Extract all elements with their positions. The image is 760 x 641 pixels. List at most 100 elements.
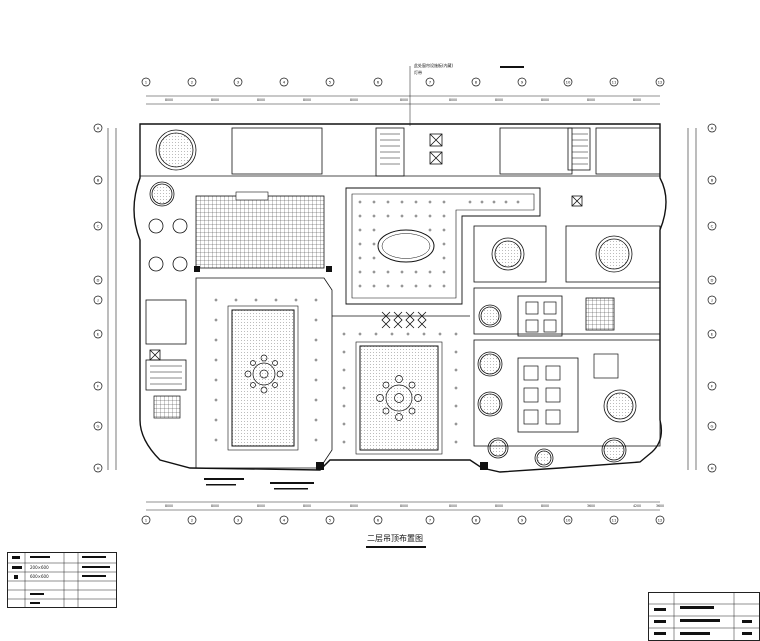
column-top-bubble: 9 bbox=[517, 77, 527, 87]
column-bottom-bubble: 5 bbox=[325, 515, 335, 525]
row-right-bubble-label: F bbox=[711, 383, 713, 388]
grid-ceiling-left bbox=[195, 195, 325, 269]
column-top-bubble: 10 bbox=[563, 77, 573, 87]
bottom-dimension: 3600 bbox=[656, 504, 664, 508]
column-top-bubble: 4 bbox=[279, 77, 289, 87]
column-top-bubble-label: 8 bbox=[475, 79, 478, 84]
bottom-dimension: 8000 bbox=[257, 504, 265, 508]
row-left-bubble-label: A bbox=[97, 125, 100, 130]
row-right-bubble-label: E bbox=[711, 331, 714, 336]
column-top-bubble-label: 5 bbox=[329, 79, 332, 84]
column-top-bubble: 12 bbox=[655, 77, 665, 87]
column-top-bubble-label: 3 bbox=[237, 79, 240, 84]
row-left-bubble-label: E bbox=[97, 331, 100, 336]
row-right-bubble-label: D bbox=[711, 277, 714, 282]
entrance-pillars bbox=[194, 266, 488, 470]
column-top-bubble: 5 bbox=[325, 77, 335, 87]
column-bottom-bubble: 2 bbox=[187, 515, 197, 525]
top-dimension: 8000 bbox=[257, 98, 265, 102]
top-dimension: 8000 bbox=[303, 98, 311, 102]
column-top-bubble: 6 bbox=[373, 77, 383, 87]
row-right-bubble-label: B bbox=[711, 177, 714, 182]
building-outline bbox=[133, 123, 667, 473]
top-note-text: 此处窗帘设施板(内藏) bbox=[414, 62, 454, 68]
column-bottom-bubble: 12 bbox=[655, 515, 665, 525]
row-right-bubble: E bbox=[707, 329, 717, 339]
column-bottom-bubble-label: 5 bbox=[329, 517, 332, 522]
right-wing-rooms bbox=[473, 225, 661, 447]
drawing-title-underline bbox=[366, 546, 426, 548]
downlights bbox=[214, 200, 520, 444]
top-rooms bbox=[140, 127, 661, 391]
row-right-bubble-label: A bbox=[711, 125, 714, 130]
column-bottom-bubble: 8 bbox=[471, 515, 481, 525]
legend-bars bbox=[12, 556, 110, 604]
bottom-dimension: 8000 bbox=[449, 504, 457, 508]
row-left-bubble: G bbox=[93, 421, 103, 431]
column-bottom-bubble: 10 bbox=[563, 515, 573, 525]
row-left-bubble-label: B bbox=[97, 177, 100, 182]
row-right-bubble: B bbox=[707, 175, 717, 185]
column-top-bubble-label: 11 bbox=[612, 79, 617, 84]
column-bottom-bubble-label: 2 bbox=[191, 517, 194, 522]
top-dimension: 8000 bbox=[633, 98, 641, 102]
column-bottom-bubble: 4 bbox=[279, 515, 289, 525]
row-right-bubble: H bbox=[707, 463, 717, 473]
bottom-dimension: 8000 bbox=[165, 504, 173, 508]
column-bottom-bubble: 1 bbox=[141, 515, 151, 525]
column-top-bubble-label: 4 bbox=[283, 79, 286, 84]
row-left-bubble-label: C bbox=[97, 223, 100, 228]
row-left-bubble: C bbox=[93, 221, 103, 231]
row-right-bubble: F bbox=[707, 381, 717, 391]
title-block bbox=[648, 592, 760, 641]
chandelier-center bbox=[376, 375, 422, 421]
column-top-bubble-label: 1 bbox=[145, 79, 148, 84]
lift-shafts bbox=[149, 133, 583, 361]
legend-code-1: 200×600 bbox=[30, 565, 49, 570]
round-ceilings bbox=[149, 129, 637, 468]
row-left-bubble: E bbox=[93, 329, 103, 339]
row-left-bubble: D bbox=[93, 275, 103, 285]
column-top-bubble-label: 7 bbox=[429, 79, 432, 84]
column-bottom-bubble-label: 8 bbox=[475, 517, 478, 522]
left-round-lamps bbox=[148, 218, 188, 272]
column-bottom-bubble: 7 bbox=[425, 515, 435, 525]
column-bottom-bubble-label: 10 bbox=[566, 517, 571, 522]
row-right-bubble: G bbox=[707, 421, 717, 431]
top-dimension: 8000 bbox=[495, 98, 503, 102]
column-top-bubble: 3 bbox=[233, 77, 243, 87]
row-right-bubble-label: C bbox=[711, 223, 714, 228]
column-bottom-bubble-label: 11 bbox=[612, 517, 617, 522]
bottom-dimension: 8000 bbox=[495, 504, 503, 508]
top-dimension: 8000 bbox=[587, 98, 595, 102]
column-top-bubble-label: 9 bbox=[521, 79, 524, 84]
row-right-bubble: D bbox=[707, 275, 717, 285]
column-bottom-bubble-label: 6 bbox=[377, 517, 380, 522]
bottom-dimension: 8000 bbox=[303, 504, 311, 508]
title-block-lines bbox=[648, 592, 760, 641]
plan-notes bbox=[204, 478, 314, 490]
row-left-bubble: J bbox=[93, 295, 103, 305]
bottom-dimension: 8000 bbox=[350, 504, 358, 508]
top-dimension: 8000 bbox=[350, 98, 358, 102]
row-left-bubble-label: D bbox=[97, 277, 100, 282]
bottom-dimension: 8000 bbox=[541, 504, 549, 508]
column-bottom-bubble: 9 bbox=[517, 515, 527, 525]
row-right-bubble-label: G bbox=[711, 423, 714, 428]
row-left-bubble: H bbox=[93, 463, 103, 473]
right-dimension-chain bbox=[687, 128, 697, 470]
drawing-title: 二层吊顶布置图 bbox=[367, 534, 423, 543]
row-right-bubble: C bbox=[707, 221, 717, 231]
top-note-sub-text: 灯带 bbox=[414, 69, 422, 75]
column-top-bubble: 11 bbox=[609, 77, 619, 87]
top-dimension: 8000 bbox=[400, 98, 408, 102]
column-bottom-bubble-label: 4 bbox=[283, 517, 286, 522]
stairs bbox=[150, 133, 588, 385]
top-annotation: 此处窗帘设施板(内藏) 灯带 bbox=[409, 62, 524, 126]
top-dimension: 8000 bbox=[449, 98, 457, 102]
